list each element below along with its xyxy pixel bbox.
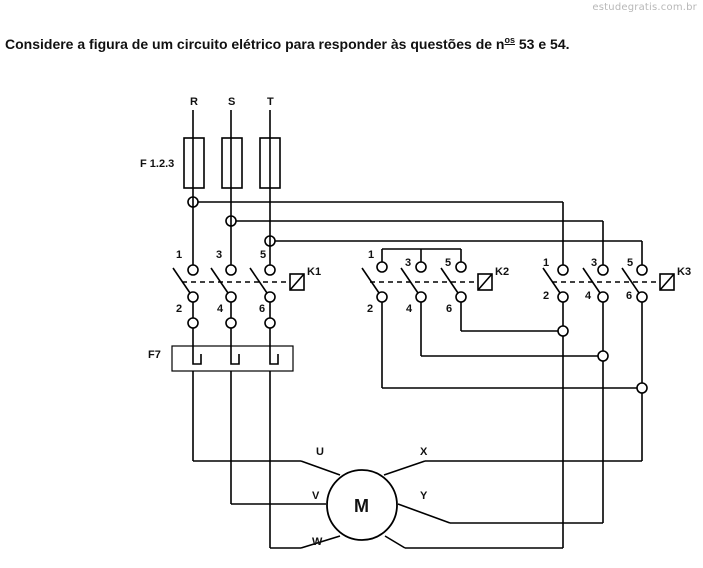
k1-label: K1 — [307, 266, 321, 278]
k1-terminal-2: 2 — [176, 303, 182, 315]
k2-terminal-4: 4 — [406, 303, 413, 315]
k3-label: K3 — [677, 266, 691, 278]
k3-terminal-2: 2 — [543, 290, 549, 302]
heading-text: Considere a figura de um circuito elétri… — [5, 36, 505, 52]
motor-wiring — [192, 371, 642, 549]
k2-terminal-1: 1 — [368, 249, 374, 261]
phase-label-s: S — [228, 96, 235, 108]
fuse-label: F 1.2.3 — [140, 158, 174, 170]
k1-terminal-5: 5 — [260, 249, 266, 261]
k2-terminal-5: 5 — [445, 257, 451, 269]
heading-superscript: os — [504, 35, 515, 45]
k2-output-wires — [381, 302, 637, 389]
motor — [326, 469, 398, 541]
contactor-k1 — [172, 264, 305, 329]
k3-terminal-3: 3 — [591, 257, 597, 269]
k3-terminal-1: 1 — [543, 257, 549, 269]
contactor-k2 — [361, 248, 493, 303]
k3-terminal-6: 6 — [626, 290, 632, 302]
bus-lines — [187, 196, 643, 265]
k1-terminal-3: 3 — [216, 249, 222, 261]
heading-text-end: 53 e 54. — [515, 36, 570, 52]
motor-terminal-w: W — [312, 536, 323, 548]
phase-label-t: T — [267, 96, 274, 108]
k3-terminal-4: 4 — [585, 290, 592, 302]
overload-label: F7 — [148, 349, 161, 361]
watermark: estudegratis.com.br — [592, 2, 697, 13]
motor-terminal-u: U — [316, 446, 324, 458]
motor-terminal-y: Y — [420, 490, 428, 502]
fuses — [183, 137, 281, 189]
k2-terminal-6: 6 — [446, 303, 452, 315]
k1-terminal-4: 4 — [217, 303, 224, 315]
k2-label: K2 — [495, 266, 509, 278]
phase-label-r: R — [190, 96, 198, 108]
k3-terminal-5: 5 — [627, 257, 633, 269]
motor-terminal-x: X — [420, 446, 428, 458]
motor-terminal-v: V — [312, 490, 320, 502]
overload-relay-f7 — [171, 328, 294, 372]
contactor-k3 — [542, 264, 675, 548]
k2-terminal-2: 2 — [367, 303, 373, 315]
question-heading: Considere a figura de um circuito elétri… — [5, 35, 570, 52]
motor-label: M — [354, 496, 369, 516]
k2-terminal-3: 3 — [405, 257, 411, 269]
k1-terminal-6: 6 — [259, 303, 265, 315]
k1-terminal-1: 1 — [176, 249, 182, 261]
